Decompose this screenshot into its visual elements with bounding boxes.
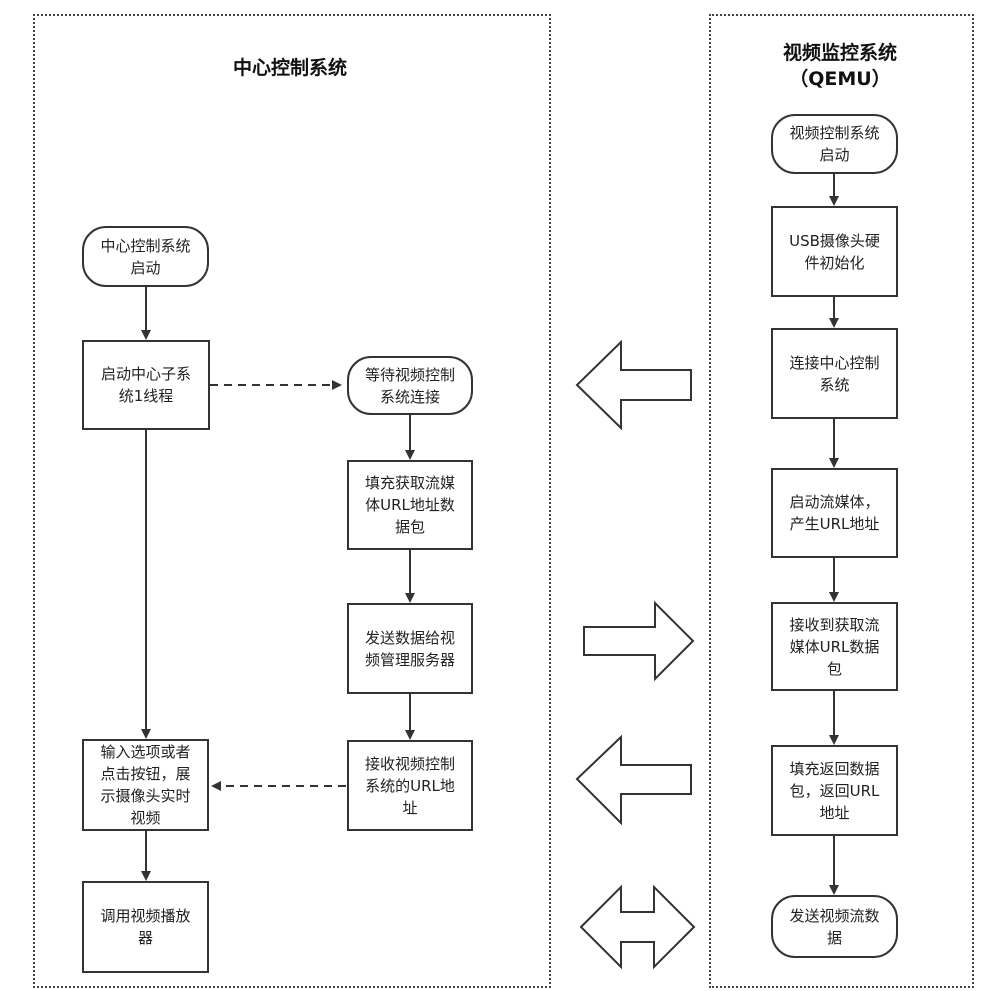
node-call-player: 调用视频播放 器 xyxy=(82,881,209,973)
block-arrow-right xyxy=(583,600,695,682)
video-monitor-title: 视频监控系统 （QEMU） xyxy=(782,42,897,90)
node-fill-url-request: 填充获取流媒 体URL地址数 据包 xyxy=(347,460,473,550)
central-control-title: 中心控制系统 xyxy=(232,57,347,79)
node-video-start: 视频控制系统 启动 xyxy=(771,114,898,174)
node-fill-response: 填充返回数据 包，返回URL 地址 xyxy=(771,745,898,836)
block-arrow-left-1 xyxy=(575,339,692,431)
node-receive-url: 接收视频控制 系统的URL地 址 xyxy=(347,740,473,831)
video-monitor-panel xyxy=(709,14,974,988)
node-start-thread: 启动中心子系 统1线程 xyxy=(82,340,210,430)
node-receive-request: 接收到获取流 媒体URL数据 包 xyxy=(771,602,898,691)
node-send-to-server: 发送数据给视 频管理服务器 xyxy=(347,603,473,694)
node-input-or-click: 输入选项或者 点击按钮，展 示摄像头实时 视频 xyxy=(82,739,209,831)
node-wait-connection: 等待视频控制 系统连接 xyxy=(347,356,473,415)
node-usb-init: USB摄像头硬 件初始化 xyxy=(771,206,898,297)
block-arrow-bidirectional xyxy=(579,884,696,970)
node-connect-central: 连接中心控制 系统 xyxy=(771,328,898,419)
node-central-start: 中心控制系统 启动 xyxy=(82,226,209,287)
node-send-stream: 发送视频流数 据 xyxy=(771,895,898,958)
node-start-streaming: 启动流媒体， 产生URL地址 xyxy=(771,468,898,558)
block-arrow-left-2 xyxy=(575,734,692,826)
central-control-panel xyxy=(33,14,551,988)
